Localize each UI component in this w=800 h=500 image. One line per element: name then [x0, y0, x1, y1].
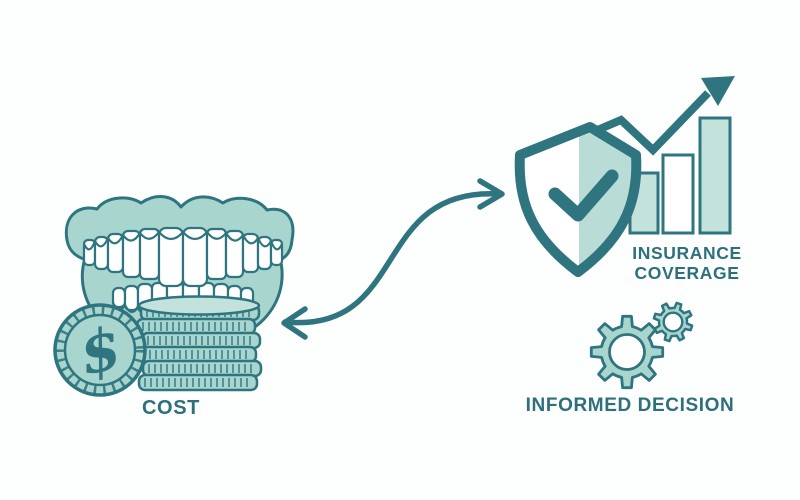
- gears-icon: [589, 298, 699, 390]
- upper-teeth: [82, 226, 284, 288]
- informed-decision-label: INFORMED DECISION: [525, 395, 735, 416]
- small-gear: [647, 298, 699, 348]
- insurance-coverage-label: INSURANCE COVERAGE: [606, 243, 768, 283]
- checkmark-icon: [548, 169, 619, 222]
- double-arrow-connector-icon: [281, 178, 505, 340]
- bars: [628, 116, 732, 235]
- shield-check-icon: [514, 122, 642, 277]
- insurance-label-line1: INSURANCE: [632, 243, 742, 263]
- dentures-cost-illustration: $: [53, 195, 295, 397]
- arrowhead-left: [281, 306, 308, 340]
- cost-label: COST: [142, 397, 200, 419]
- large-gear: [589, 314, 665, 390]
- dollar-coin-icon: $: [53, 303, 147, 397]
- insurance-label-line2: COVERAGE: [634, 263, 740, 283]
- coin-stack-icon: [135, 295, 263, 392]
- arrowhead-right: [477, 178, 505, 210]
